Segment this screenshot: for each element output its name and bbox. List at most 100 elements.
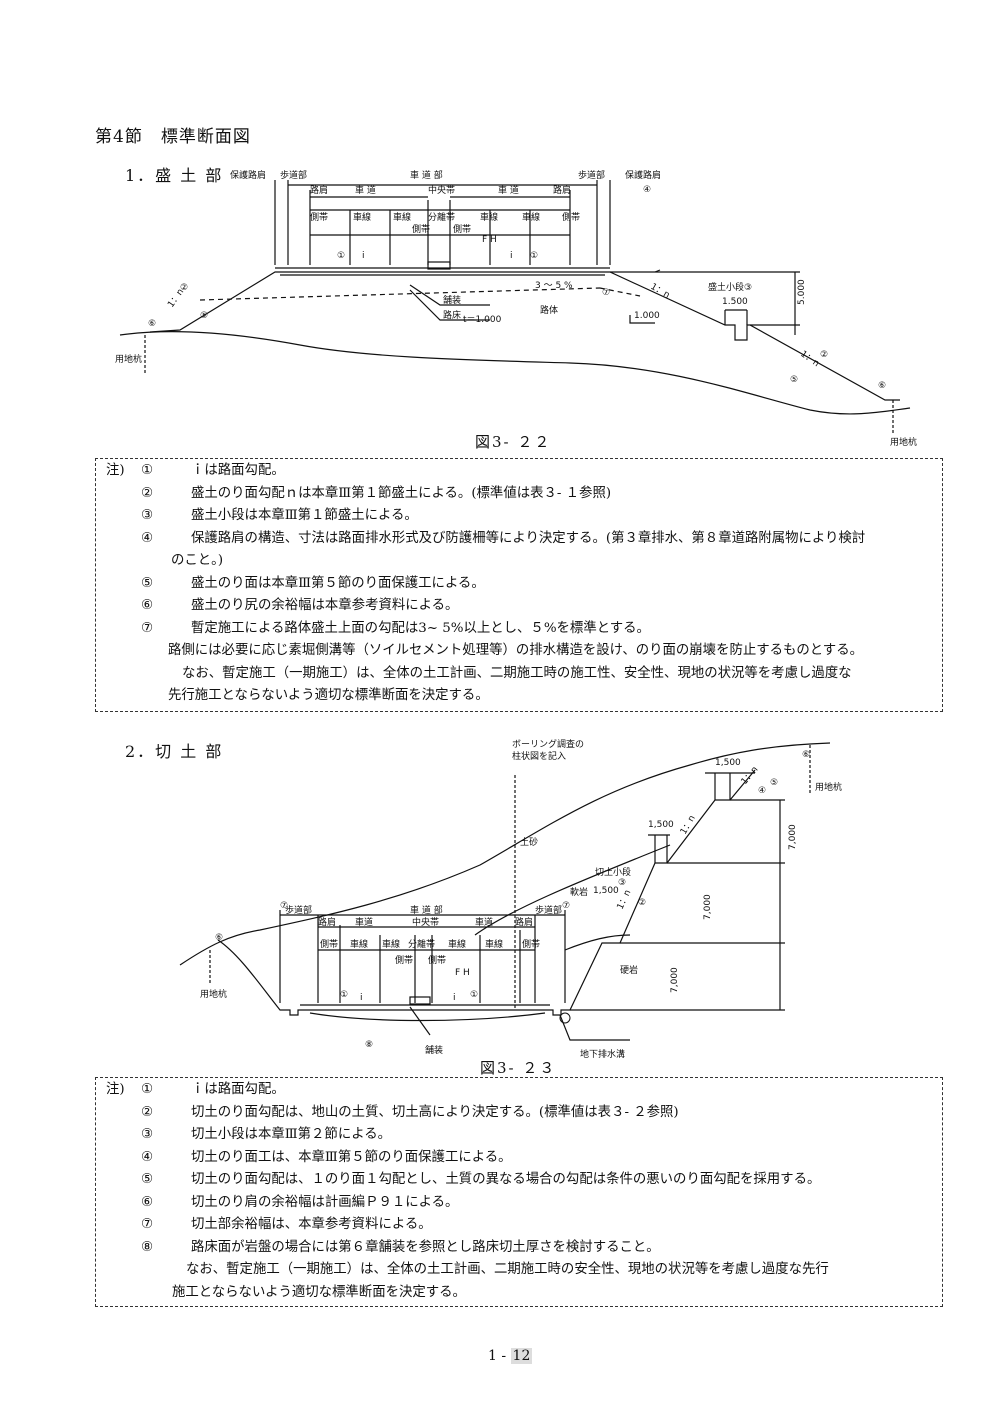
cut-note-text: 切土のり面勾配は、１のり面１勾配とし、土質の異なる場合の勾配は条件の悪いのり面勾… <box>191 1172 821 1187</box>
page-number-value: 12 <box>510 1348 533 1364</box>
cut-label-road-shoulder-l: 路肩 <box>318 916 336 928</box>
fill-note-row: のこと。) <box>106 550 942 573</box>
fill-note-row: ⑦ 暫定施工による路体盛土上面の勾配は3~ 5%以上とし、５%を標準とする。 <box>106 618 942 641</box>
cut-note-row: ⑧ 路床面が岩盤の場合には第６章舗装を参照とし路床切土厚さを検討すること。 <box>106 1237 942 1260</box>
cut-label-n7-left: ⑦ <box>280 901 288 911</box>
fill-label-t-value: t＝1.000 <box>463 315 502 325</box>
fill-label-dim-1000: 1.000 <box>634 311 660 321</box>
fill-label-median: 中央帯 <box>428 184 455 196</box>
fill-label-road-shoulder-l: 路肩 <box>310 184 328 196</box>
cut-label-h7000-b: 7,000 <box>703 894 713 920</box>
cut-label-side-strip-l: 側帯 <box>320 938 338 950</box>
cut-label-carriageway: 車 道 部 <box>410 904 443 916</box>
fill-note-num: ⑦ <box>141 620 154 636</box>
cut-label-roadway-l: 車道 <box>355 916 373 928</box>
fill-label-berm: 盛土小段③ <box>708 281 752 293</box>
cut-label-n4: ④ <box>758 786 766 796</box>
fill-label-i-right: i <box>510 251 513 261</box>
fill-note-paragraph: 路側には必要に応じ素堀側溝等（ソイルセメント処理等）の排水構造を設け、のり面の崩… <box>168 643 863 658</box>
fill-label-height: 5.000 <box>797 279 807 305</box>
fill-label-paving: 舗装 <box>443 294 461 306</box>
fill-label-shoulder-right: 保護路肩 <box>625 169 661 181</box>
cut-label-n8: ⑧ <box>365 1040 373 1050</box>
cut-note-num: ⑧ <box>141 1239 154 1255</box>
cut-label-drain: 地下排水溝 <box>580 1048 625 1060</box>
fill-label-roadway-l: 車 道 <box>355 184 376 196</box>
fill-label-slope-right2: 1：n <box>798 349 820 369</box>
fill-label-subgrade: 路床 <box>443 309 461 321</box>
fill-label-i-left: i <box>362 251 365 261</box>
fill-label-side-strip-r: 側帯 <box>562 211 580 223</box>
fill-note-row: ② 盛土のり面勾配ｎは本章Ⅲ第１節盛土による。(標準値は表３- １参照) <box>106 483 942 506</box>
section-title: 第4節 標準断面図 <box>95 127 251 147</box>
cut-note-num: ⑤ <box>141 1172 154 1187</box>
cut-label-n6-right: ⑥ <box>802 750 810 760</box>
cut-note-num: ④ <box>141 1149 154 1165</box>
fill-note-text: 盛土のり面勾配ｎは本章Ⅲ第１節盛土による。(標準値は表３- １参照) <box>191 485 612 501</box>
fill-label-side-strip-m1: 側帯 <box>412 223 430 235</box>
cut-label-stake-right: 用地杭 <box>815 781 842 793</box>
cut-label-lane4: 車線 <box>485 938 503 950</box>
cut-note-num: ⑦ <box>141 1217 154 1232</box>
cut-label-n5: ⑤ <box>770 778 778 788</box>
fill-label-n6-right: ⑥ <box>878 381 886 391</box>
cut-note-num: ⑥ <box>141 1194 154 1210</box>
cut-label-median: 中央帯 <box>412 916 439 928</box>
cut-label-h7000-a: 7,000 <box>788 824 798 850</box>
cut-label-w1500-a: 1,500 <box>593 886 619 896</box>
fill-label-n5-right: ⑤ <box>790 375 798 385</box>
cut-label-n7-right: ⑦ <box>562 901 570 911</box>
cut-label-separator: 分離帯 <box>408 938 435 950</box>
page-number-prefix: 1 - <box>488 1348 507 1364</box>
cut-label-roadway-r: 車道 <box>475 916 493 928</box>
cut-label-slope-b: 1：n <box>679 814 698 837</box>
cut-label-sidewalk-r: 歩道部 <box>535 904 562 916</box>
cut-label-n6-left: ⑥ <box>215 933 223 943</box>
cut-label-paving: 舗装 <box>425 1044 443 1056</box>
fill-notes-box: 注) ① ｉは路面勾配。 ② 盛土のり面勾配ｎは本章Ⅲ第１節盛土による。(標準値… <box>95 458 943 712</box>
cut-label-n2: ② <box>638 898 646 908</box>
cut-label-sidewalk-l: 歩道部 <box>285 904 312 916</box>
cut-label-berm-num: ③ <box>618 878 626 888</box>
cut-note-text: 切土のり肩の余裕幅は計画編Ｐ９１による。 <box>191 1194 459 1210</box>
cut-note-text: 路床面が岩盤の場合には第６章舗装を参照とし路床切土厚さを検討すること。 <box>191 1239 660 1255</box>
cut-notes-box: 注) ① ｉは路面勾配。 ② 切土のり面勾配は、地山の土質、切土高により決定する… <box>95 1077 943 1307</box>
fill-label-grade: 3 ～ 5 % <box>535 281 573 291</box>
fill-note-num: ④ <box>141 530 154 546</box>
fill-label-side-strip-m2: 側帯 <box>453 223 471 235</box>
fill-note-num: ③ <box>141 508 154 523</box>
cut-label-lane2: 車線 <box>382 938 400 950</box>
cut-label-n1-left: ① <box>340 990 348 1000</box>
cut-label-side-strip-r: 側帯 <box>522 938 540 950</box>
fill-note-text: ｉは路面勾配。 <box>191 463 285 478</box>
fill-label-shoulder-right-num: ④ <box>643 185 651 195</box>
fill-label-berm-w: 1.500 <box>722 297 748 307</box>
fill-label-n2-right: ② <box>820 350 828 360</box>
cut-label-slope-c: 1：n <box>740 765 761 787</box>
cut-note-row: ② 切土のり面勾配は、地山の土質、切土高により決定する。(標準値は表３- ２参照… <box>106 1102 942 1125</box>
fill-note-num: ⑥ <box>141 598 154 613</box>
fill-label-roadway-r: 車 道 <box>498 184 519 196</box>
fill-label-carriageway: 車 道 部 <box>410 169 443 181</box>
cut-note-text: 切土部余裕幅は、本章参考資料による。 <box>191 1217 432 1232</box>
fill-label-lane2: 車線 <box>393 211 411 223</box>
fill-label-stake-right: 用地杭 <box>890 436 917 448</box>
cut-label-i-right: i <box>453 993 456 1003</box>
fill-label-lane4: 車線 <box>522 211 540 223</box>
fill-label-n2-left: ② <box>180 283 188 293</box>
cut-note-num: ② <box>141 1104 154 1120</box>
fill-note-row: ⑥ 盛土のり尻の余裕幅は本章参考資料による。 <box>106 595 942 618</box>
cut-note-row: 注) ① ｉは路面勾配。 <box>106 1079 942 1102</box>
fill-label-road-shoulder-r: 路肩 <box>553 184 571 196</box>
fill-note-row: ④ 保護路肩の構造、寸法は路面排水形式及び防護柵等により決定する。(第３章排水、… <box>106 528 942 551</box>
cut-label-boring1: ボーリング調査の <box>512 738 584 750</box>
fill-note-row: ⑤ 盛土のり面は本章Ⅲ第５節のり面保護工による。 <box>106 573 942 596</box>
cut-note-num: ① <box>141 1082 154 1097</box>
fill-note-num: ② <box>141 485 154 501</box>
cut-note-paragraph: なお、暫定施工（一期施工）は、全体の土工計画、二期施工時の安全性、現地の状況等を… <box>186 1262 829 1277</box>
fill-cross-section-figure: 保護路肩 歩道部 車 道 部 歩道部 保護路肩 ④ 路肩 車 道 中央帯 車 道… <box>110 160 920 460</box>
cut-note-text: 切土小段は本章Ⅲ第２節による。 <box>191 1127 391 1142</box>
cut-caption: 図3- ２３ <box>480 1059 557 1077</box>
fill-label-separator: 分離帯 <box>428 211 455 223</box>
fill-label-n6-left: ⑥ <box>148 319 156 329</box>
